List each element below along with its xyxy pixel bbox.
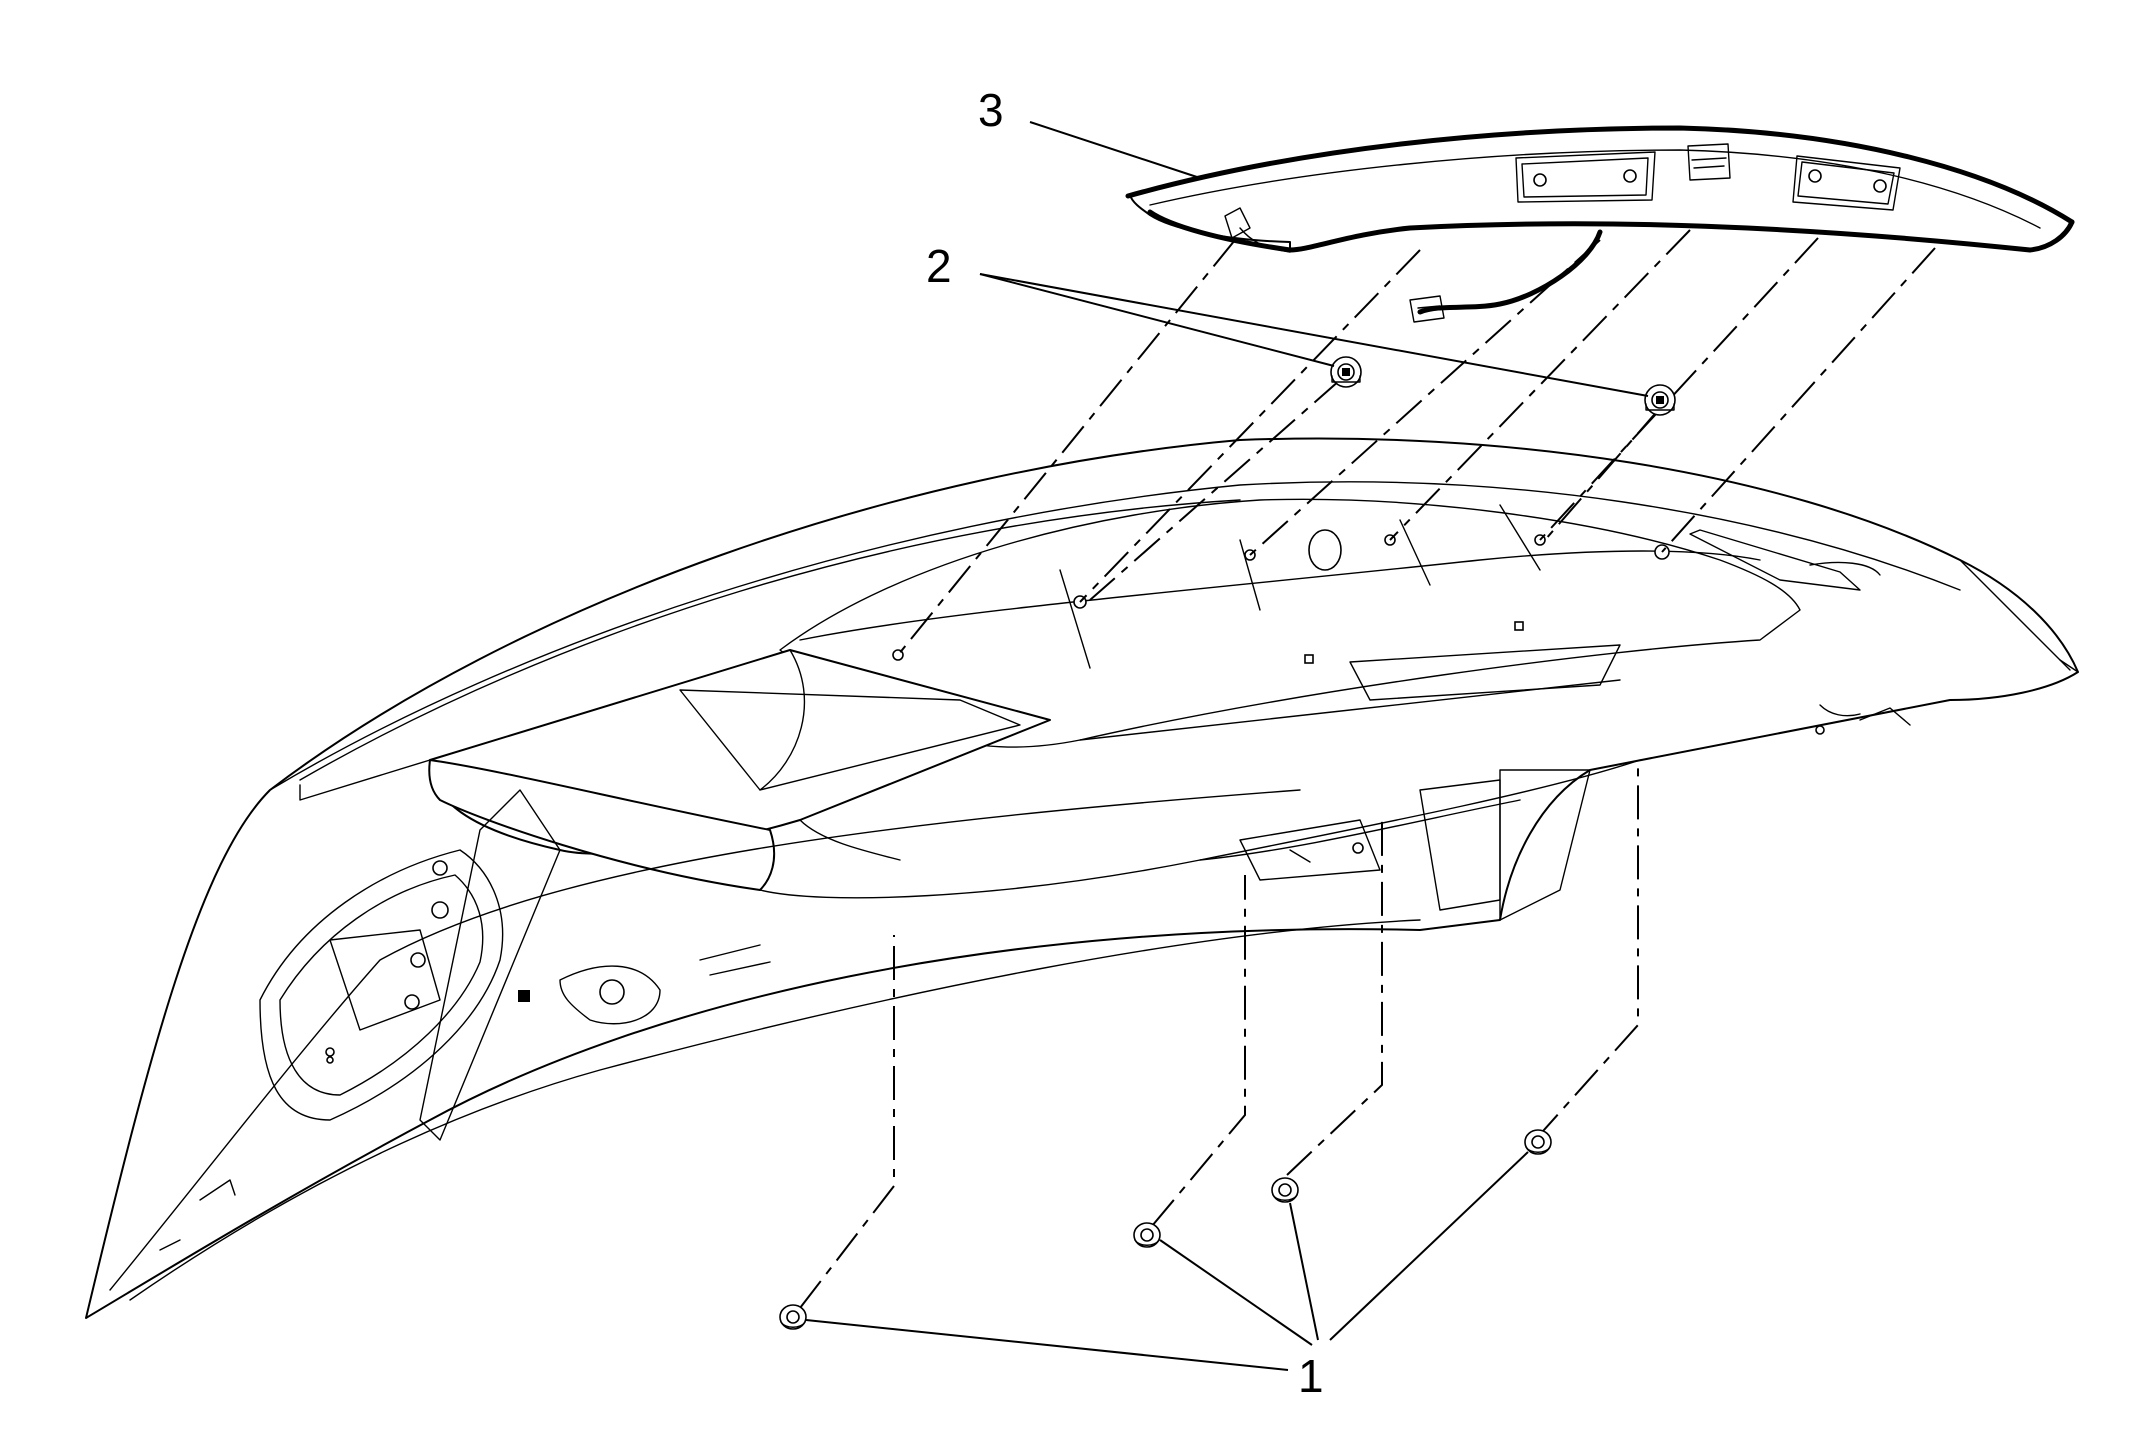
leader-3	[1029, 121, 1201, 179]
alignment-lines	[799, 229, 1936, 1309]
callout-2: 2	[926, 240, 952, 292]
leader-1a	[805, 1319, 1289, 1371]
spoiler	[1125, 125, 2075, 323]
callout-3: 3	[978, 84, 1004, 136]
retainers	[1330, 356, 1676, 416]
leader-2a	[979, 273, 1335, 367]
nut-3	[1271, 1177, 1299, 1203]
retainer-left	[1330, 356, 1362, 388]
leader-1b	[1159, 1239, 1313, 1346]
leader-1d	[1329, 1151, 1529, 1341]
nuts	[779, 1129, 1552, 1330]
callout-labels: 3 2 1	[926, 84, 1324, 1402]
leader-lines	[805, 121, 1649, 1371]
nut-2	[1133, 1222, 1161, 1248]
leader-1c	[1289, 1202, 1319, 1341]
nut-4	[1524, 1129, 1552, 1155]
decklid	[85, 437, 2079, 1319]
callout-1: 1	[1298, 1350, 1324, 1402]
leader-2b	[979, 273, 1649, 397]
retainer-right	[1644, 384, 1676, 416]
nut-1	[779, 1304, 807, 1330]
